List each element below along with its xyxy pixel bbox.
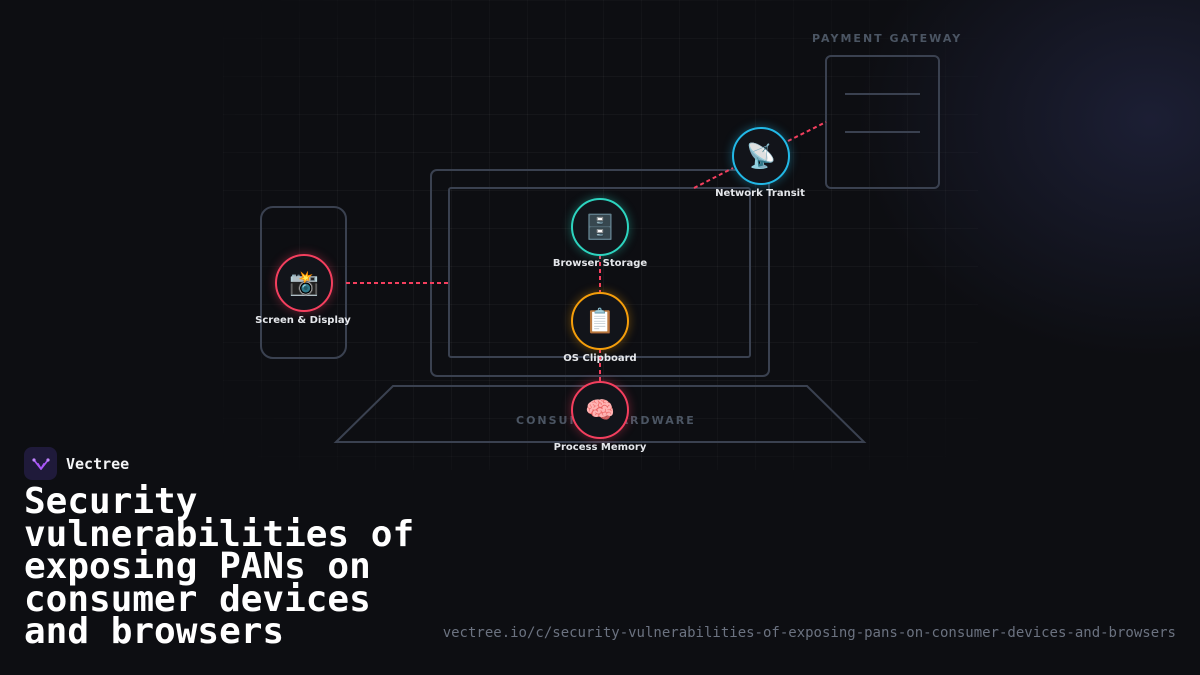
node-label-network-transit: Network Transit	[715, 188, 805, 199]
brand: Vectree	[24, 447, 129, 480]
satellite-antenna-icon: 📡	[746, 142, 776, 170]
page-title: Security vulnerabilities of exposing PAN…	[24, 481, 415, 652]
vectree-logo-icon	[24, 447, 57, 480]
payment-gateway-label: PAYMENT GATEWAY	[812, 32, 963, 45]
node-network-transit: 📡	[732, 127, 790, 185]
node-label-os-clipboard: OS Clipboard	[563, 353, 637, 364]
node-label-browser-storage: Browser Storage	[552, 258, 648, 269]
brand-name: Vectree	[66, 454, 130, 473]
node-browser-storage: 🗄️	[571, 198, 629, 256]
article-url: vectree.io/c/security-vulnerabilities-of…	[442, 625, 1176, 641]
node-process-memory: 🧠	[571, 381, 629, 439]
node-screen: 📸	[275, 254, 333, 312]
brain-icon: 🧠	[585, 396, 615, 424]
server-outline	[825, 55, 940, 189]
camera-flash-icon: 📸	[289, 269, 319, 297]
node-label-screen: Screen & Display	[255, 315, 351, 326]
node-os-clipboard: 📋	[571, 292, 629, 350]
laptop-screen-outer	[430, 169, 770, 377]
laptop-base-outline	[333, 385, 867, 443]
clipboard-icon: 📋	[585, 307, 615, 335]
connector-network-server	[787, 121, 827, 142]
connector-laptop-network	[693, 167, 734, 189]
node-label-process-memory: Process Memory	[553, 442, 647, 453]
file-cabinet-icon: 🗄️	[585, 213, 615, 241]
